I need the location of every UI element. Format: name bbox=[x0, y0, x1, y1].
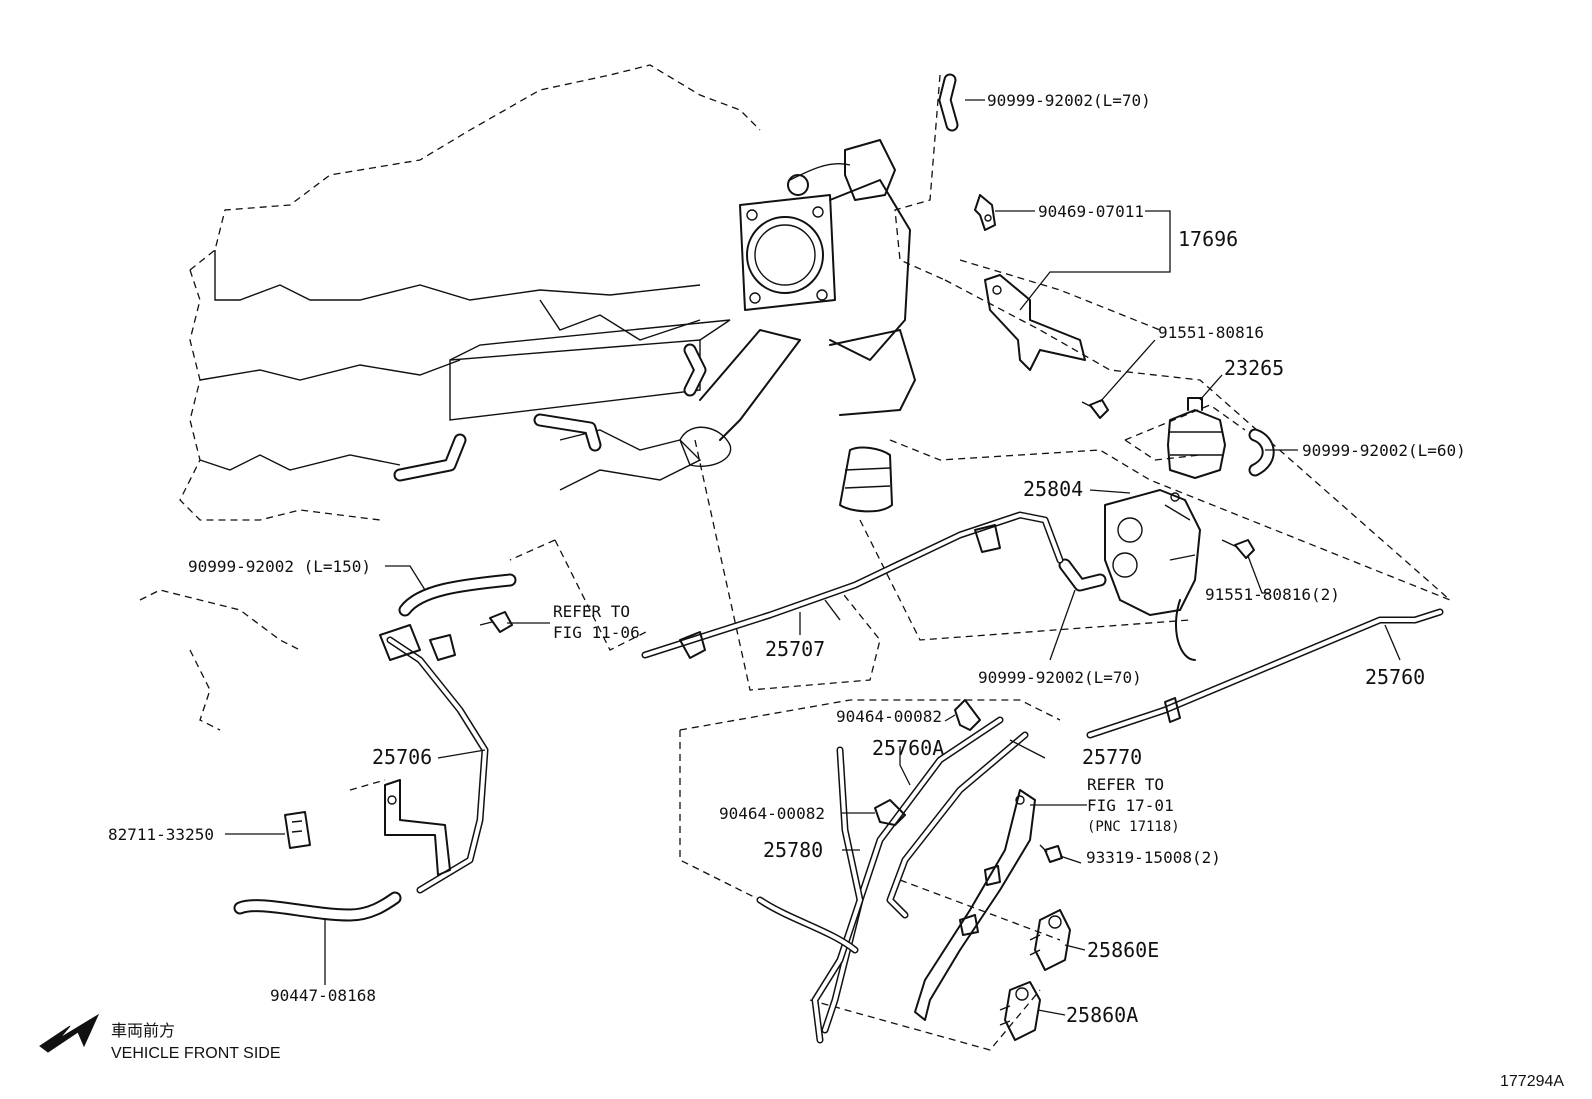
engine-hoses bbox=[393, 343, 707, 482]
callout-23265: 23265 bbox=[1224, 356, 1284, 380]
front-direction-arrow-icon bbox=[39, 1013, 100, 1053]
clip-90464-upper bbox=[954, 699, 981, 731]
vsv-25860A bbox=[999, 981, 1041, 1041]
callout-refer-to-11-06-line1: REFER TO bbox=[553, 602, 630, 621]
pipe-25770 bbox=[886, 731, 1029, 919]
vehicle-front-label-english: VEHICLE FRONT SIDE bbox=[111, 1045, 281, 1062]
callout-refer-to-17-01-line3: (PNC 17118) bbox=[1087, 819, 1180, 835]
callout-refer-to-11-06-line2: FIG 11-06 bbox=[553, 623, 640, 642]
pipe-25707 bbox=[641, 511, 1064, 659]
clip-90469 bbox=[974, 194, 996, 231]
pipe-25760 bbox=[1086, 608, 1444, 739]
bracket-17696 bbox=[984, 274, 1086, 371]
clip-90464-lower bbox=[874, 799, 906, 826]
hose-90999-top bbox=[938, 73, 959, 132]
callout-90999-92002-L150: 90999-92002 (L=150) bbox=[188, 557, 371, 576]
callout-90999-92002-L60: 90999-92002(L=60) bbox=[1302, 441, 1466, 460]
bolt-93319 bbox=[1039, 844, 1063, 863]
callout-82711-33250: 82711-33250 bbox=[108, 825, 214, 844]
callout-25760A: 25760A bbox=[872, 736, 944, 760]
transmission-outline bbox=[139, 589, 301, 731]
callout-91551-80816-2: 91551-80816(2) bbox=[1205, 585, 1340, 604]
hose-90447 bbox=[233, 891, 402, 922]
clip-82711 bbox=[284, 811, 311, 849]
bolt-91551 bbox=[1081, 399, 1109, 419]
throttle-body bbox=[679, 139, 916, 513]
vsv-25860E bbox=[1029, 909, 1071, 971]
callout-25707: 25707 bbox=[765, 637, 825, 661]
hose-90999-L70-lower bbox=[1058, 558, 1107, 592]
valve-23265 bbox=[1167, 397, 1226, 479]
callout-90447-08168: 90447-08168 bbox=[270, 986, 376, 1005]
hose-25780 bbox=[756, 746, 864, 1044]
callout-90999-92002-L70-top: 90999-92002(L=70) bbox=[987, 91, 1151, 110]
bolt-refer-11-06 bbox=[479, 611, 513, 633]
callout-90469-07011: 90469-07011 bbox=[1038, 202, 1144, 221]
vehicle-front-indicator: 車両前方 VEHICLE FRONT SIDE bbox=[39, 1013, 281, 1062]
callout-25706: 25706 bbox=[372, 745, 432, 769]
vehicle-front-label-japanese: 車両前方 bbox=[111, 1022, 175, 1040]
callout-refer-to-17-01-line1: REFER TO bbox=[1087, 775, 1164, 794]
engine-block bbox=[179, 64, 761, 521]
callout-93319-15008-2: 93319-15008(2) bbox=[1086, 848, 1221, 867]
callout-91551-80816: 91551-80816 bbox=[1158, 323, 1264, 342]
callout-17696: 17696 bbox=[1178, 227, 1238, 251]
leader-lines bbox=[225, 99, 1401, 1016]
callouts: 90999-92002(L=70) 90469-07011 17696 9155… bbox=[108, 91, 1466, 1027]
callout-25780: 25780 bbox=[763, 838, 823, 862]
callout-25760: 25760 bbox=[1365, 665, 1425, 689]
air-switching-valve-25804 bbox=[1104, 489, 1201, 661]
callout-25860A: 25860A bbox=[1066, 1003, 1138, 1027]
callout-90464-00082-upper: 90464-00082 bbox=[836, 707, 942, 726]
callout-refer-to-17-01-line2: FIG 17-01 bbox=[1087, 796, 1174, 815]
callout-90464-00082-lower: 90464-00082 bbox=[719, 804, 825, 823]
callout-90999-92002-L70-lower: 90999-92002(L=70) bbox=[978, 668, 1142, 687]
callout-25804: 25804 bbox=[1023, 477, 1083, 501]
bolt-91551-2 bbox=[1221, 539, 1255, 559]
hose-90999-L60 bbox=[1248, 428, 1275, 477]
hose-90999-L150 bbox=[398, 573, 517, 617]
callout-25770: 25770 bbox=[1082, 745, 1142, 769]
callout-25860E: 25860E bbox=[1087, 938, 1159, 962]
figure-id: 177294A bbox=[1500, 1073, 1564, 1090]
bracket-refer-17-01 bbox=[914, 789, 1036, 1021]
